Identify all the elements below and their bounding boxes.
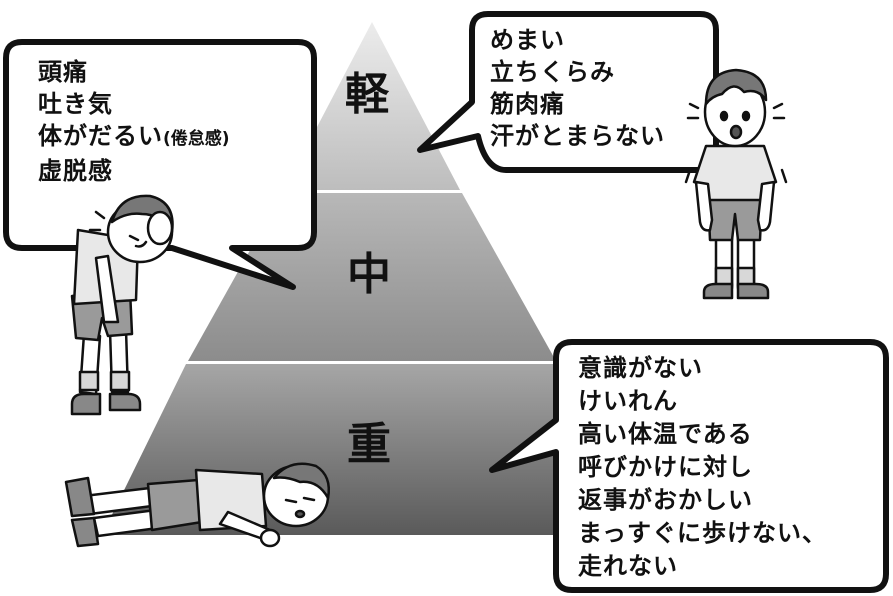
speech-bubble-severe — [489, 339, 889, 593]
collapsed-child-illustration — [64, 462, 330, 548]
symptom-line: 走れない — [578, 552, 678, 580]
symptom-line: 高い体温である — [578, 420, 753, 448]
speech-bubble-light — [417, 11, 719, 173]
symptom-line: 筋肉痛 — [490, 90, 565, 118]
symptom-line: まっすぐに歩けない、 — [578, 519, 828, 547]
level-label-severe: 重 — [347, 419, 391, 470]
symptom-line: 虚脱感 — [38, 157, 113, 185]
level-label-light: 軽 — [345, 69, 389, 120]
symptom-line: めまい — [490, 26, 565, 54]
symptom-line: 頭痛 — [38, 58, 88, 86]
symptom-line: 体がだるい(倦怠感) — [38, 120, 230, 155]
symptom-line: けいれん — [578, 387, 678, 415]
symptoms-severe-text: 意識がない けいれん 高い体温である 呼びかけに対し 返事がおかしい まっすぐに… — [578, 352, 827, 583]
symptoms-light-text: めまい 立ちくらみ 筋肉痛 汗がとまらない — [490, 24, 665, 152]
symptom-line: 立ちくらみ — [490, 58, 615, 86]
symptom-line: 意識がない — [578, 354, 703, 382]
symptom-line: 呼びかけに対し — [578, 453, 753, 481]
symptom-note: (倦怠感) — [163, 129, 230, 149]
level-label-moderate: 中 — [347, 249, 391, 300]
symptom-main: 体がだるい — [38, 122, 163, 150]
dizzy-standing-child-illustration — [684, 68, 788, 300]
symptom-line: 吐き気 — [38, 90, 113, 118]
pyramid-tier-light — [284, 22, 460, 190]
symptom-line: 汗がとまらない — [490, 122, 665, 150]
headache-child-illustration — [70, 194, 174, 416]
speech-bubble-moderate — [3, 39, 317, 290]
symptom-line: 返事がおかしい — [578, 486, 753, 514]
symptoms-moderate-text: 頭痛 吐き気 体がだるい(倦怠感) 虚脱感 — [38, 56, 230, 187]
